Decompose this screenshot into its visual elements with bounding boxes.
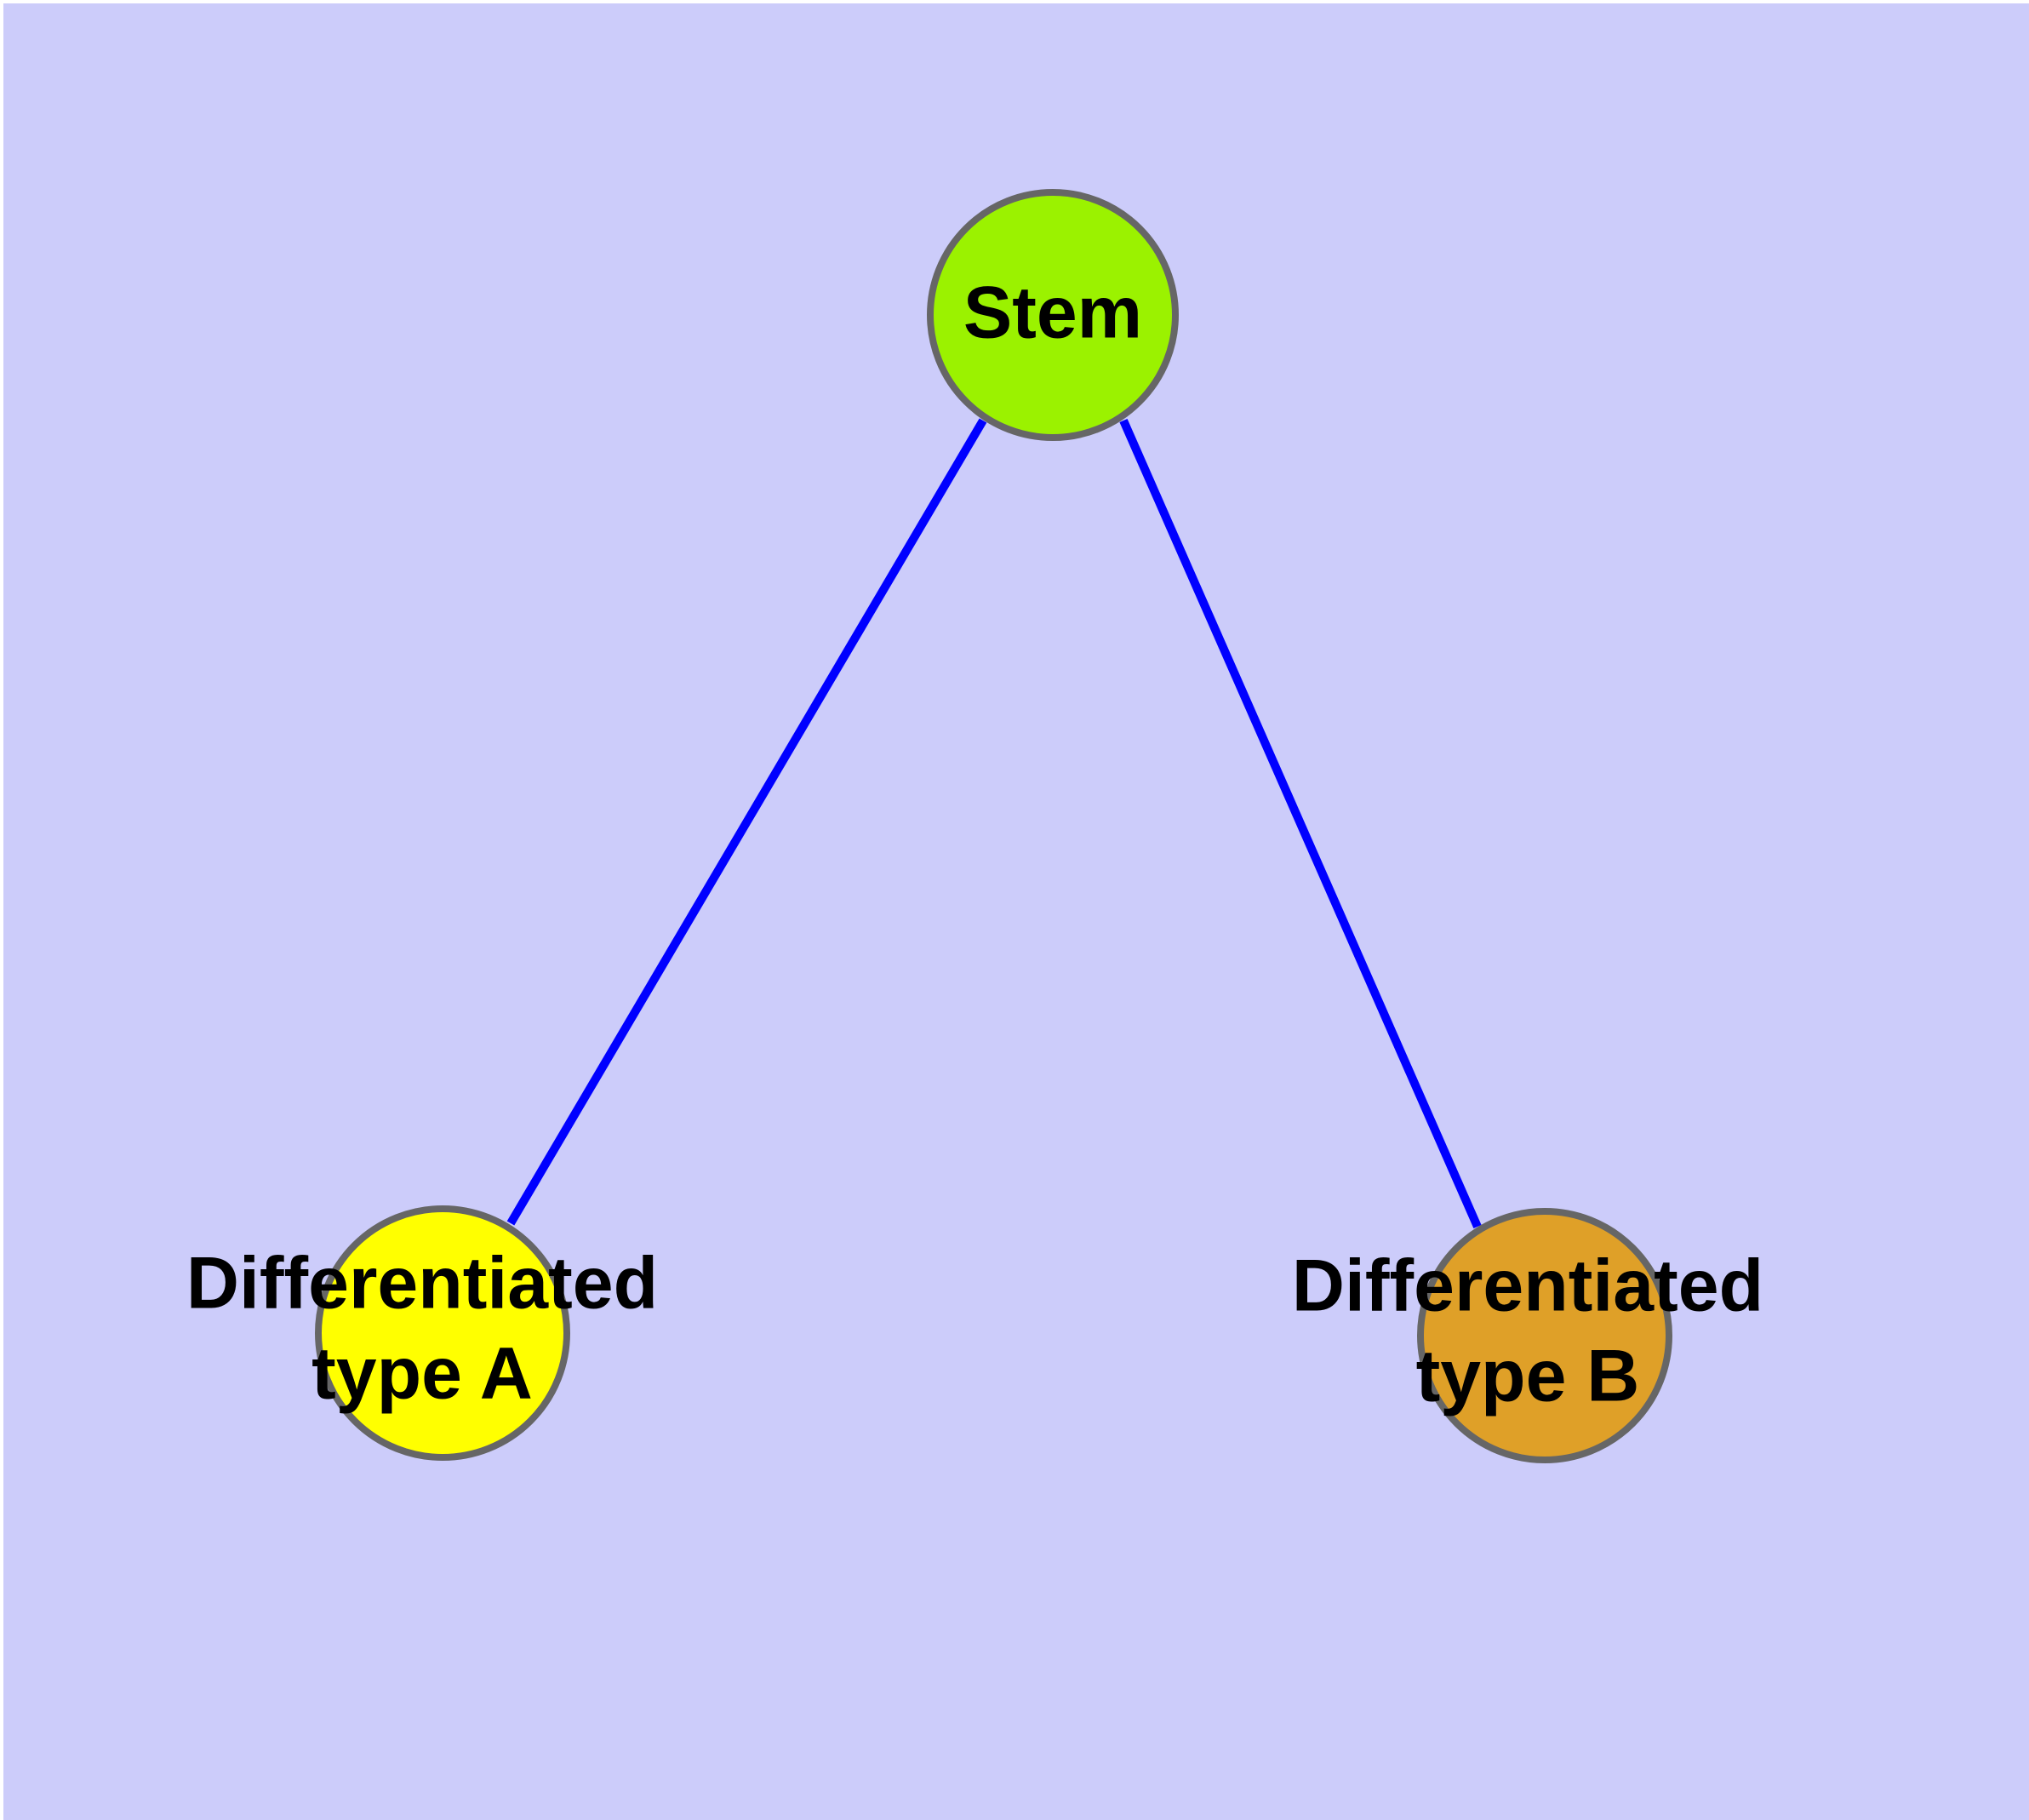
node-layer: Stem — [315, 189, 1672, 1463]
node-differentiated-type-b-circle[interactable] — [1417, 1208, 1672, 1463]
node-stem-circle[interactable] — [927, 189, 1179, 441]
edge-stem-to-differentiated-type-a[interactable] — [506, 418, 987, 1226]
node-differentiated-type-a-label-line2: type A — [311, 1333, 533, 1415]
edge-stem-to-differentiated-type-b[interactable] — [1119, 418, 1482, 1229]
node-differentiated-type-a-label-line1: Differentiated — [186, 1243, 658, 1325]
node-differentiated-type-b-label-line2: type B — [1416, 1336, 1640, 1417]
node-differentiated-type-a[interactable] — [315, 1205, 570, 1461]
label-layer: Differentiated type A Differentiated typ… — [186, 1243, 1763, 1417]
node-differentiated-type-a-circle[interactable] — [315, 1205, 570, 1461]
node-differentiated-type-b-label-line1: Differentiated — [1292, 1245, 1763, 1327]
node-stem-label: Stem — [963, 272, 1142, 354]
node-differentiated-type-b[interactable] — [1417, 1208, 1672, 1463]
node-stem[interactable]: Stem — [927, 189, 1179, 441]
edge-layer — [506, 418, 1482, 1229]
